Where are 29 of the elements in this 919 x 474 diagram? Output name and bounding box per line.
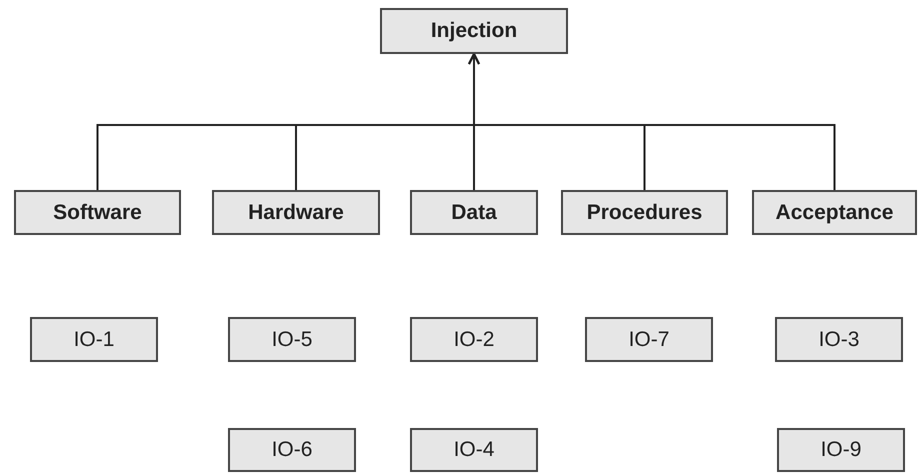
label-box (410, 190, 538, 235)
box-label: Data (451, 200, 497, 226)
label-box (561, 190, 728, 235)
label-box (777, 428, 905, 472)
box-label: IO-4 (454, 437, 494, 464)
label-box (212, 190, 380, 235)
box-label: Software (53, 200, 142, 226)
label-box (585, 317, 713, 362)
box-label: IO-3 (818, 326, 860, 353)
box-label: IO-1 (74, 326, 114, 353)
label-box (30, 317, 158, 362)
label-box (410, 428, 538, 472)
box-label: IO-6 (272, 437, 312, 464)
box-label: Acceptance (776, 200, 894, 226)
connector-arrow (468, 53, 836, 190)
label-box (14, 190, 181, 235)
label-box (228, 428, 356, 472)
label-box (228, 317, 356, 362)
label-box (380, 8, 568, 54)
box-label: Hardware (248, 200, 344, 226)
box-label: IO-9 (820, 437, 862, 464)
label-box (752, 190, 917, 235)
box-label: IO-2 (454, 326, 494, 353)
label-box (410, 317, 538, 362)
box-label: Procedures (586, 200, 702, 226)
box-label: IO-7 (628, 326, 670, 353)
label-box (775, 317, 903, 362)
box-label: Injection (430, 18, 518, 44)
box-label: IO-5 (272, 326, 312, 353)
